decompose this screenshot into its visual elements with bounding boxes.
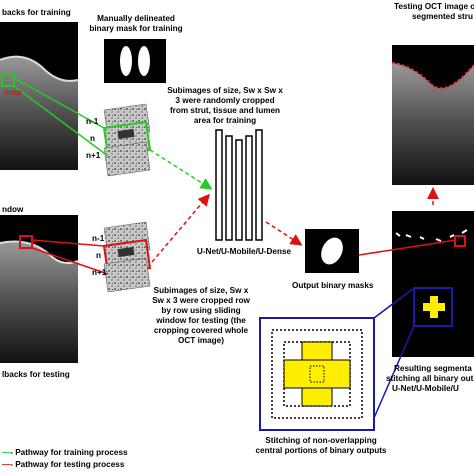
network-to-output-arrow xyxy=(265,221,303,246)
testing-label-n-minus-1: n-1 xyxy=(92,234,105,243)
training-label-n: n xyxy=(90,134,96,143)
testing-label-n: n xyxy=(96,251,102,260)
testing-desc-line2: Sw x 3 were cropped row xyxy=(152,296,250,305)
output-binary-mask xyxy=(305,229,359,273)
top-right-caption-line1: Testing OCT image ov xyxy=(394,2,474,11)
testing-oct-image xyxy=(0,215,78,363)
zoom-line-blue-2 xyxy=(373,325,415,419)
network-label: U-Net/U-Mobile/U-Dense xyxy=(196,247,292,256)
stitch-target-box xyxy=(454,235,466,247)
zoom-source-box xyxy=(413,287,453,327)
zoom-line-training-2 xyxy=(13,85,109,157)
top-left-caption: backs for training xyxy=(2,8,71,17)
training-subimage-stack xyxy=(102,103,152,177)
training-desc-line2: 3 were randomly cropped xyxy=(175,96,275,105)
testing-desc-line5: cropping covered whole xyxy=(153,326,249,335)
training-label-n-minus-1: n-1 xyxy=(86,117,99,126)
training-desc-line1: Subimages of size, Sw x Sw x xyxy=(167,86,283,95)
training-label-n-plus-1: n+1 xyxy=(86,151,101,160)
resulting-desc-line1: Resulting segmenta xyxy=(394,364,472,373)
stitch-caption-line2: central portions of binary outputs xyxy=(255,446,387,455)
window-label: ndow xyxy=(2,205,24,214)
top-right-caption-line2: segmented stru xyxy=(412,12,473,21)
segmented-oct-image xyxy=(392,45,474,185)
stitched-plus-marker xyxy=(423,296,445,318)
zoom-line-testing-1 xyxy=(31,239,105,247)
zoom-line-training-1 xyxy=(13,77,105,129)
stitch-caption-line1: Stitching of non-overlapping xyxy=(265,436,377,445)
crop-box-training xyxy=(1,73,15,87)
training-arrow xyxy=(149,149,213,190)
network-block xyxy=(215,129,263,241)
stitching-zoom-panel xyxy=(259,317,375,431)
resulting-desc-line3: U-Net/U-Mobile/U xyxy=(392,384,459,393)
training-oct-image xyxy=(0,22,78,170)
manual-mask-image xyxy=(104,39,166,83)
output-caption: Output binary masks xyxy=(292,281,374,290)
crop-box-testing xyxy=(19,235,33,249)
crop-label: crop xyxy=(4,88,22,97)
testing-desc-line4: window for testing (the xyxy=(156,316,246,325)
testing-arrow-to-network xyxy=(151,193,210,263)
mask-caption-line2: binary mask for training xyxy=(89,24,183,33)
zoom-line-testing-2 xyxy=(31,247,109,275)
training-desc-line3: from strut, tissue and lumen xyxy=(169,106,281,115)
testing-desc-line6: OCT image) xyxy=(178,336,224,345)
output-to-stitch-line xyxy=(358,239,457,256)
resulting-desc-line2: stitching all binary out xyxy=(386,374,474,383)
testing-label-n-plus-1: n+1 xyxy=(92,268,107,277)
testing-subimage-stack xyxy=(102,221,152,293)
testing-desc-line3: by row using sliding xyxy=(161,306,241,315)
legend-testing: —- Pathway for testing process xyxy=(2,460,125,469)
mask-caption-line1: Manually delineated xyxy=(97,14,175,23)
zoom-line-blue-1 xyxy=(373,287,415,319)
bottom-left-caption: lbacks for testing xyxy=(2,370,70,379)
legend-training: —- Pathway for training process xyxy=(2,448,128,457)
training-desc-line4: area for training xyxy=(193,116,257,125)
testing-desc-line1: Subimages of size, Sw x xyxy=(153,286,249,295)
